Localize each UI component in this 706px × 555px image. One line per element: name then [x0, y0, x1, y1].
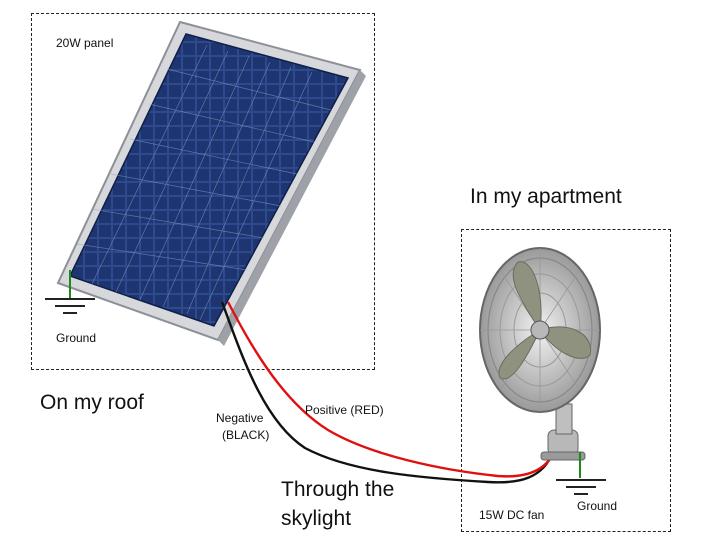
fan-label: 15W DC fan	[479, 508, 545, 522]
panel-ground-symbol	[45, 270, 95, 314]
positive-wire-label: Positive (RED)	[305, 403, 384, 417]
solar-panel-image	[56, 20, 366, 346]
roof-caption: On my roof	[40, 391, 144, 414]
roof-box	[31, 13, 375, 370]
apartment-heading: In my apartment	[470, 185, 622, 208]
negative-wire-label-line2: (BLACK)	[222, 428, 270, 442]
skylight-label-line1: Through the	[281, 478, 395, 501]
panel-label: 20W panel	[56, 36, 114, 50]
negative-wire-label-line1: Negative	[216, 411, 264, 425]
fan-ground-label: Ground	[577, 499, 618, 513]
skylight-label-line2: skylight	[281, 507, 352, 530]
apartment-box	[461, 229, 671, 532]
fan-ground-symbol	[556, 452, 606, 495]
negative-wire	[220, 301, 555, 484]
fan-image	[479, 247, 601, 461]
panel-ground-label: Ground	[56, 331, 97, 345]
positive-wire	[226, 301, 557, 478]
